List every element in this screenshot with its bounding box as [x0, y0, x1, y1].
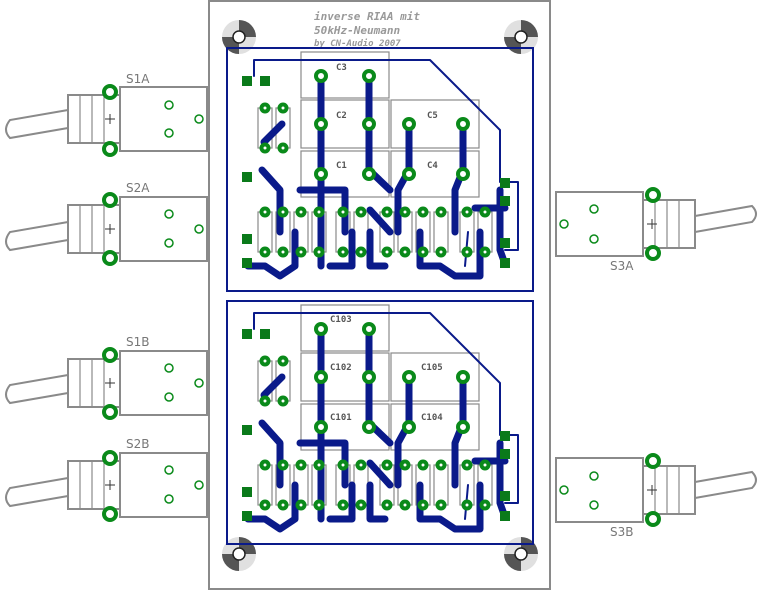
cap-c103-label: C103 — [330, 315, 352, 325]
mounting-hole-top-left — [222, 20, 256, 54]
switch-s2b: S2B — [5, 437, 208, 522]
title-line-3: by CN-Audio 2007 — [314, 38, 401, 49]
switch-s1b: S1B — [5, 335, 208, 420]
switch-s3a: S3A — [555, 187, 757, 273]
cap-c105-outline — [390, 352, 480, 402]
cap-c4-outline — [390, 150, 480, 198]
switch-s1b-label: S1B — [126, 335, 149, 349]
title-line-2: 50kHz-Neumann — [314, 24, 400, 37]
cap-c101-label: C101 — [330, 413, 352, 423]
cap-c1-label: C1 — [336, 161, 347, 171]
switch-s1a-label: S1A — [126, 72, 150, 86]
cap-c105-label: C105 — [421, 363, 443, 373]
cap-c104-label: C104 — [421, 413, 443, 423]
cap-c3-label: C3 — [336, 63, 347, 73]
switch-s3a-label: S3A — [610, 259, 634, 273]
switch-s2b-label: S2B — [126, 437, 149, 451]
mounting-hole-top-right — [504, 20, 538, 54]
cap-c2-label: C2 — [336, 111, 347, 121]
cap-c4-label: C4 — [427, 161, 438, 171]
switch-s2a-label: S2A — [126, 181, 150, 195]
title-line-1: inverse RIAA mit — [314, 10, 420, 23]
cap-c103-outline — [300, 304, 390, 352]
cap-c2-outline — [300, 99, 390, 149]
mounting-hole-bottom-right — [504, 537, 538, 571]
channel-a: C3 C2 C5 C1 C4 — [226, 47, 534, 292]
switch-s1a: S1A — [5, 72, 208, 157]
channel-a-outline — [226, 47, 534, 292]
switch-s2a: S2A — [5, 181, 208, 266]
channel-b: C103 C102 C105 C101 C104 — [226, 300, 534, 545]
mounting-hole-bottom-left — [222, 537, 256, 571]
cap-c3-outline — [300, 51, 390, 99]
cap-c102-label: C102 — [330, 363, 352, 373]
cap-c102-outline — [300, 352, 390, 402]
cap-c104-outline — [390, 403, 480, 451]
channel-b-outline — [226, 300, 534, 545]
board-outline — [208, 0, 551, 590]
cap-c5-label: C5 — [427, 111, 438, 121]
switch-s3b-label: S3B — [610, 525, 633, 539]
cap-c5-outline — [390, 99, 480, 149]
switch-s3b: S3B — [555, 453, 757, 539]
